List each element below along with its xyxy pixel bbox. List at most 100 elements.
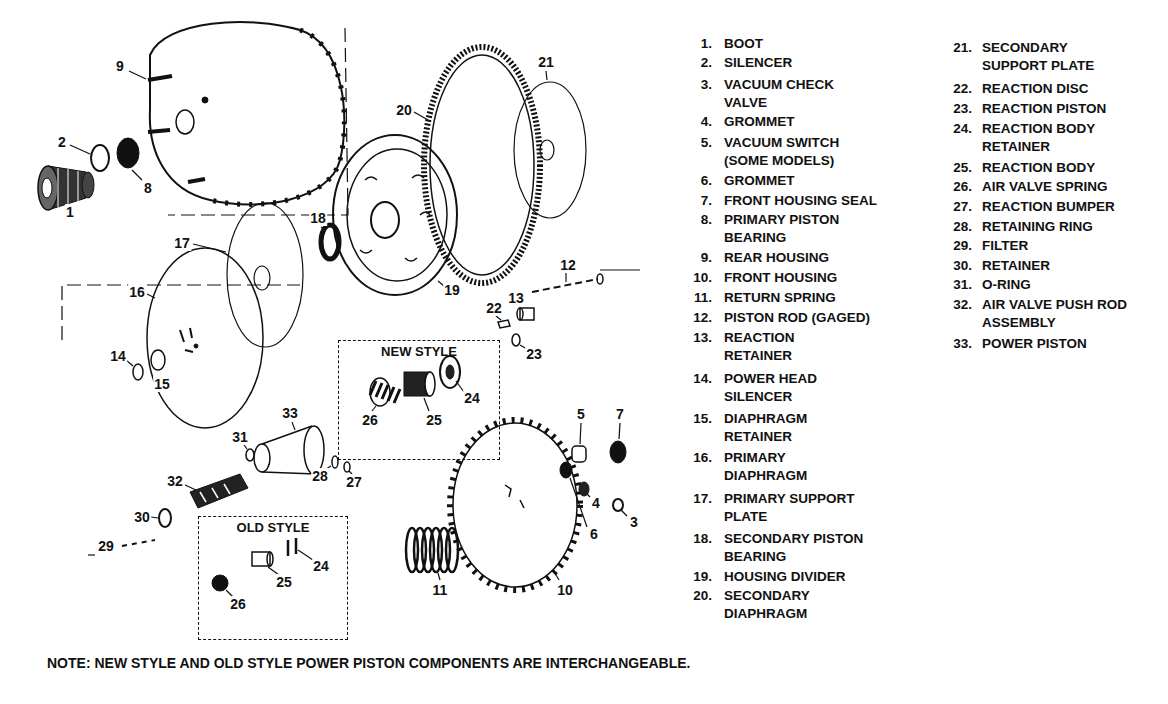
part-name: REACTION RETAINER bbox=[724, 329, 824, 365]
callout-number: 26 bbox=[229, 596, 247, 612]
callout-number: 19 bbox=[443, 282, 461, 298]
part-number: 23. bbox=[938, 100, 972, 118]
part-number: 5. bbox=[678, 134, 712, 152]
part-number: 12. bbox=[678, 309, 712, 327]
group-heading: NEW STYLE bbox=[339, 341, 499, 360]
part-number: 24. bbox=[938, 120, 972, 138]
part-name: REACTION DISC bbox=[982, 80, 1160, 98]
callout-number: 2 bbox=[57, 134, 67, 150]
part-name: REAR HOUSING bbox=[724, 249, 924, 267]
part-name: PRIMARY DIAPHRAGM bbox=[724, 449, 834, 485]
part-number: 30. bbox=[938, 257, 972, 275]
callout-number: 7 bbox=[615, 406, 625, 422]
part-number: 22. bbox=[938, 80, 972, 98]
callout-number: 5 bbox=[576, 406, 586, 422]
part-name: O-RING bbox=[982, 276, 1160, 294]
part-name: POWER PISTON bbox=[982, 335, 1160, 353]
style-group-box: OLD STYLE bbox=[198, 516, 348, 640]
callout-number: 11 bbox=[432, 582, 449, 598]
part-number: 28. bbox=[938, 218, 972, 236]
part-number: 10. bbox=[678, 269, 712, 287]
part-number: 29. bbox=[938, 237, 972, 255]
part-number: 1. bbox=[678, 35, 712, 53]
callout-number: 25 bbox=[425, 412, 443, 428]
part-name: HOUSING DIVIDER bbox=[724, 568, 924, 586]
part-name: PRIMARY PISTON BEARING bbox=[724, 211, 869, 247]
part-name: RETAINER bbox=[982, 257, 1160, 275]
part-name: REACTION BUMPER bbox=[982, 198, 1160, 216]
part-name: RETURN SPRING bbox=[724, 289, 924, 307]
callout-number: 24 bbox=[463, 390, 481, 406]
part-number: 33. bbox=[938, 335, 972, 353]
part-name: VACUUM SWITCH (SOME MODELS) bbox=[724, 134, 869, 170]
part-number: 6. bbox=[678, 172, 712, 190]
part-number: 11. bbox=[678, 289, 712, 307]
part-name: GROMMET bbox=[724, 172, 924, 190]
callout-number: 25 bbox=[275, 574, 293, 590]
callout-number: 20 bbox=[395, 102, 413, 118]
callout-number: 13 bbox=[507, 290, 525, 306]
callout-number: 24 bbox=[312, 558, 330, 574]
part-number: 3. bbox=[678, 76, 712, 94]
part-number: 27. bbox=[938, 198, 972, 216]
part-number: 31. bbox=[938, 276, 972, 294]
part-number: 13. bbox=[678, 329, 712, 347]
part-name: DIAPHRAGM RETAINER bbox=[724, 410, 834, 446]
part-number: 20. bbox=[678, 587, 712, 605]
callout-number: 14 bbox=[109, 348, 127, 364]
part-name: PISTON ROD (GAGED) bbox=[724, 309, 924, 327]
callout-number: 15 bbox=[153, 376, 171, 392]
part-name: BOOT bbox=[724, 35, 924, 53]
callout-number: 16 bbox=[128, 284, 146, 300]
part-name: REACTION BODY bbox=[982, 159, 1160, 177]
callout-number: 28 bbox=[311, 468, 329, 484]
part-number: 32. bbox=[938, 296, 972, 314]
callout-number: 10 bbox=[556, 582, 574, 598]
callout-number: 23 bbox=[525, 346, 543, 362]
part-name: AIR VALVE PUSH ROD ASSEMBLY bbox=[982, 296, 1132, 332]
part-number: 2. bbox=[678, 54, 712, 72]
callout-number: 18 bbox=[309, 210, 327, 226]
part-number: 25. bbox=[938, 159, 972, 177]
part-number: 9. bbox=[678, 249, 712, 267]
callout-number: 6 bbox=[589, 526, 599, 542]
part-number: 14. bbox=[678, 370, 712, 388]
callout-number: 12 bbox=[559, 257, 577, 273]
callout-number: 22 bbox=[485, 300, 503, 316]
callout-number: 26 bbox=[361, 412, 379, 428]
part-number: 8. bbox=[678, 211, 712, 229]
part-name: FRONT HOUSING bbox=[724, 269, 924, 287]
part-number: 15. bbox=[678, 410, 712, 428]
part-number: 21. bbox=[938, 39, 972, 57]
part-name: SECONDARY PISTON BEARING bbox=[724, 530, 894, 566]
part-name: POWER HEAD SILENCER bbox=[724, 370, 854, 406]
callout-number: 8 bbox=[143, 180, 153, 196]
callout-number: 17 bbox=[173, 235, 191, 251]
part-number: 16. bbox=[678, 449, 712, 467]
callout-number: 33 bbox=[281, 405, 299, 421]
part-number: 26. bbox=[938, 178, 972, 196]
part-name: VACUUM CHECK VALVE bbox=[724, 76, 864, 112]
callout-number: 29 bbox=[97, 538, 115, 554]
callout-number: 32 bbox=[166, 473, 184, 489]
part-name: FRONT HOUSING SEAL bbox=[724, 192, 924, 210]
part-name: REACTION BODY RETAINER bbox=[982, 120, 1132, 156]
part-name: RETAINING RING bbox=[982, 218, 1160, 236]
callout-number: 3 bbox=[629, 514, 639, 530]
callout-number: 1 bbox=[65, 204, 75, 220]
callout-number: 30 bbox=[133, 509, 151, 525]
part-name: PRIMARY SUPPORT PLATE bbox=[724, 490, 884, 526]
callout-number: 21 bbox=[537, 54, 555, 70]
part-name: SECONDARY SUPPORT PLATE bbox=[982, 39, 1122, 75]
part-name: FILTER bbox=[982, 237, 1160, 255]
part-number: 7. bbox=[678, 192, 712, 210]
part-name: SECONDARY DIAPHRAGM bbox=[724, 587, 834, 623]
part-name: AIR VALVE SPRING bbox=[982, 178, 1160, 196]
callout-number: 9 bbox=[115, 58, 125, 74]
callout-number: 4 bbox=[591, 495, 601, 511]
callout-number: 31 bbox=[231, 429, 249, 445]
part-name: REACTION PISTON bbox=[982, 100, 1160, 118]
part-name: GROMMET bbox=[724, 113, 924, 131]
callout-number: 27 bbox=[345, 474, 363, 490]
part-number: 19. bbox=[678, 568, 712, 586]
